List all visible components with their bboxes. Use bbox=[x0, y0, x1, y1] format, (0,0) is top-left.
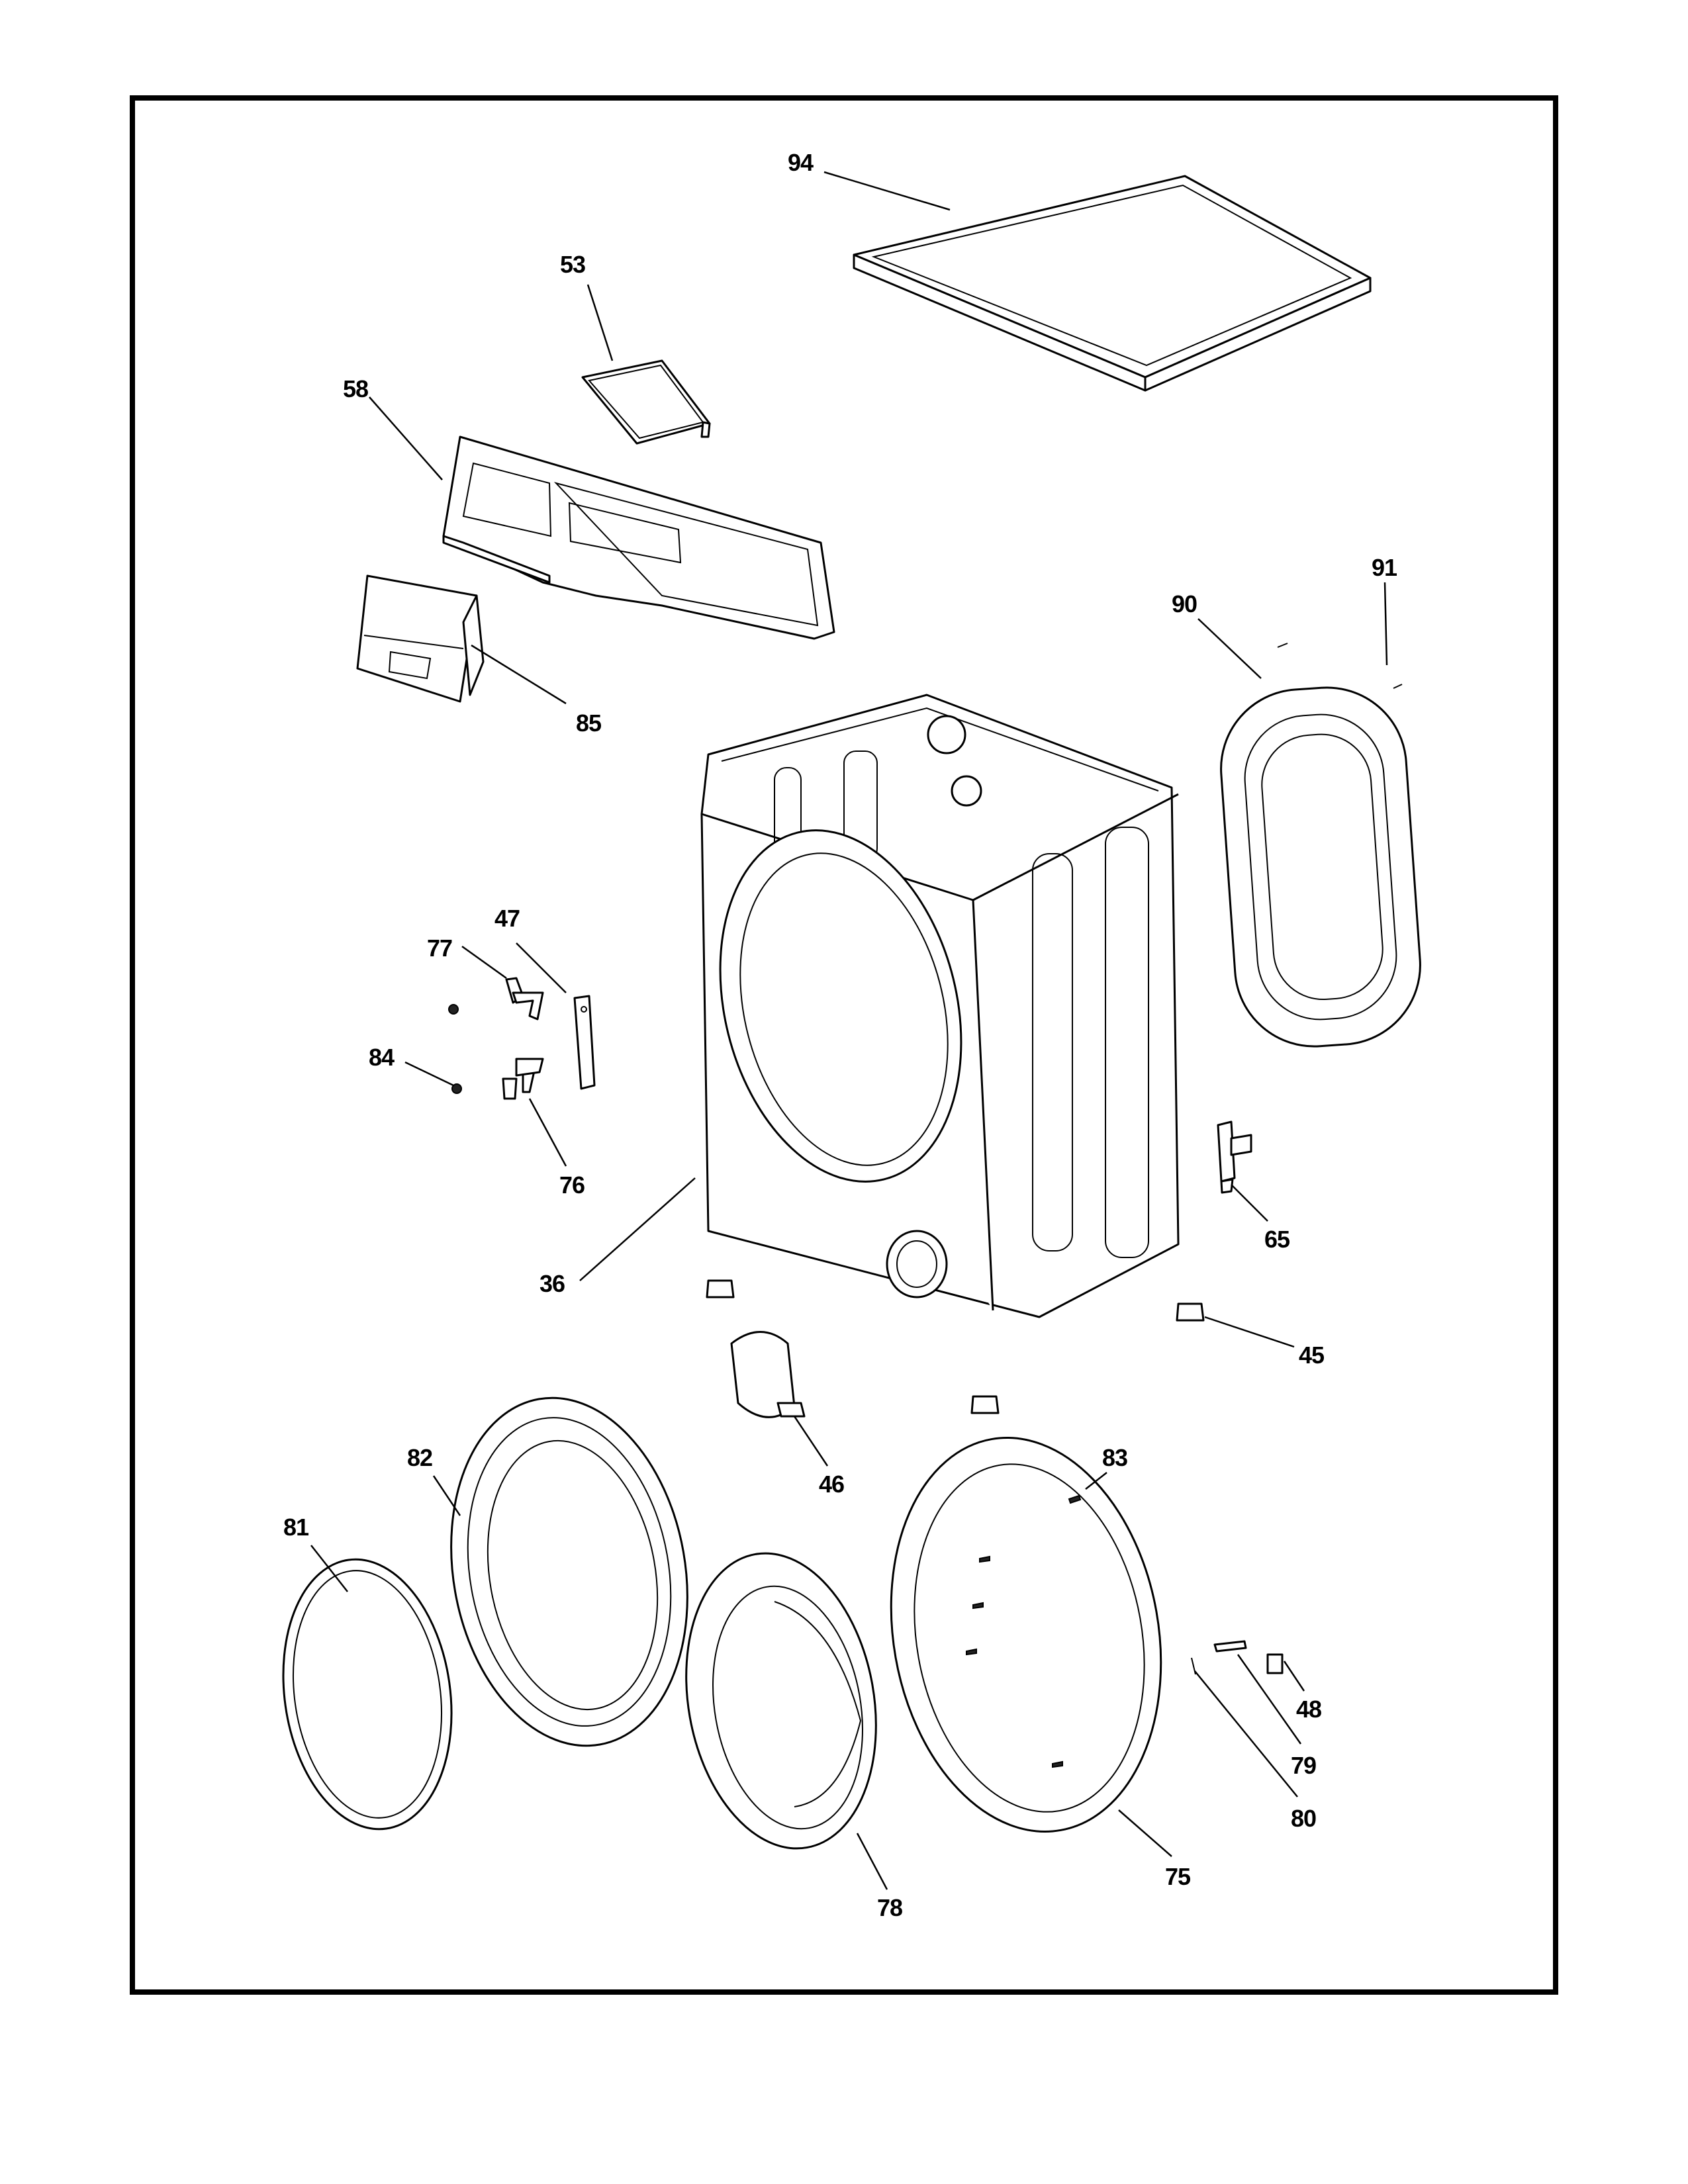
callout-77: 77 bbox=[427, 934, 452, 962]
callout-75: 75 bbox=[1165, 1863, 1191, 1890]
part-79-latch-hook bbox=[1213, 1640, 1247, 1653]
callout-65: 65 bbox=[1264, 1226, 1290, 1253]
part-36-cabinet bbox=[700, 694, 1180, 1318]
part-91-screws bbox=[1277, 643, 1403, 689]
callout-48: 48 bbox=[1296, 1696, 1321, 1723]
callout-81: 81 bbox=[283, 1514, 309, 1541]
part-78-door-glass bbox=[685, 1552, 877, 1850]
callout-90: 90 bbox=[1172, 590, 1197, 617]
diagram-border bbox=[130, 95, 1558, 1995]
callout-84: 84 bbox=[369, 1044, 395, 1071]
callout-labels: 94 53 58 85 90 91 47 77 84 76 36 65 45 4… bbox=[283, 149, 1398, 1921]
part-82-door-outer-frame bbox=[450, 1396, 688, 1747]
part-65-bracket bbox=[1217, 1120, 1252, 1194]
callout-36: 36 bbox=[539, 1270, 565, 1297]
part-83-screws bbox=[1068, 1494, 1082, 1504]
part-58-control-panel bbox=[442, 435, 835, 640]
callout-79: 79 bbox=[1291, 1752, 1316, 1779]
callout-46: 46 bbox=[819, 1471, 844, 1498]
callout-53: 53 bbox=[560, 251, 585, 278]
part-90-rear-panel-gasket bbox=[1220, 686, 1421, 1048]
callout-58: 58 bbox=[343, 375, 368, 402]
callout-47: 47 bbox=[494, 905, 520, 932]
part-77-hinge bbox=[502, 977, 544, 1100]
part-81-door-trim-ring bbox=[282, 1558, 453, 1831]
part-75-door-inner-frame bbox=[890, 1437, 1162, 1833]
part-53-dispenser-cap bbox=[581, 359, 711, 445]
leader-lines bbox=[310, 171, 1388, 1890]
part-46-service-cover bbox=[730, 1331, 806, 1418]
callout-82: 82 bbox=[407, 1444, 432, 1471]
part-94-top-panel bbox=[853, 175, 1372, 392]
callout-85: 85 bbox=[576, 709, 602, 737]
callout-78: 78 bbox=[877, 1894, 902, 1921]
part-85-dispenser-drawer bbox=[356, 574, 485, 703]
callout-91: 91 bbox=[1372, 554, 1397, 581]
callout-45: 45 bbox=[1299, 1342, 1325, 1369]
part-48-latch-block bbox=[1266, 1653, 1284, 1674]
part-84-screws bbox=[448, 1004, 462, 1094]
callout-83: 83 bbox=[1102, 1444, 1127, 1471]
part-47-hinge-cover bbox=[573, 995, 596, 1090]
callout-80: 80 bbox=[1291, 1805, 1316, 1832]
callout-94: 94 bbox=[788, 149, 814, 176]
part-45-leveling-feet bbox=[706, 1279, 1205, 1414]
callout-76: 76 bbox=[559, 1171, 585, 1199]
